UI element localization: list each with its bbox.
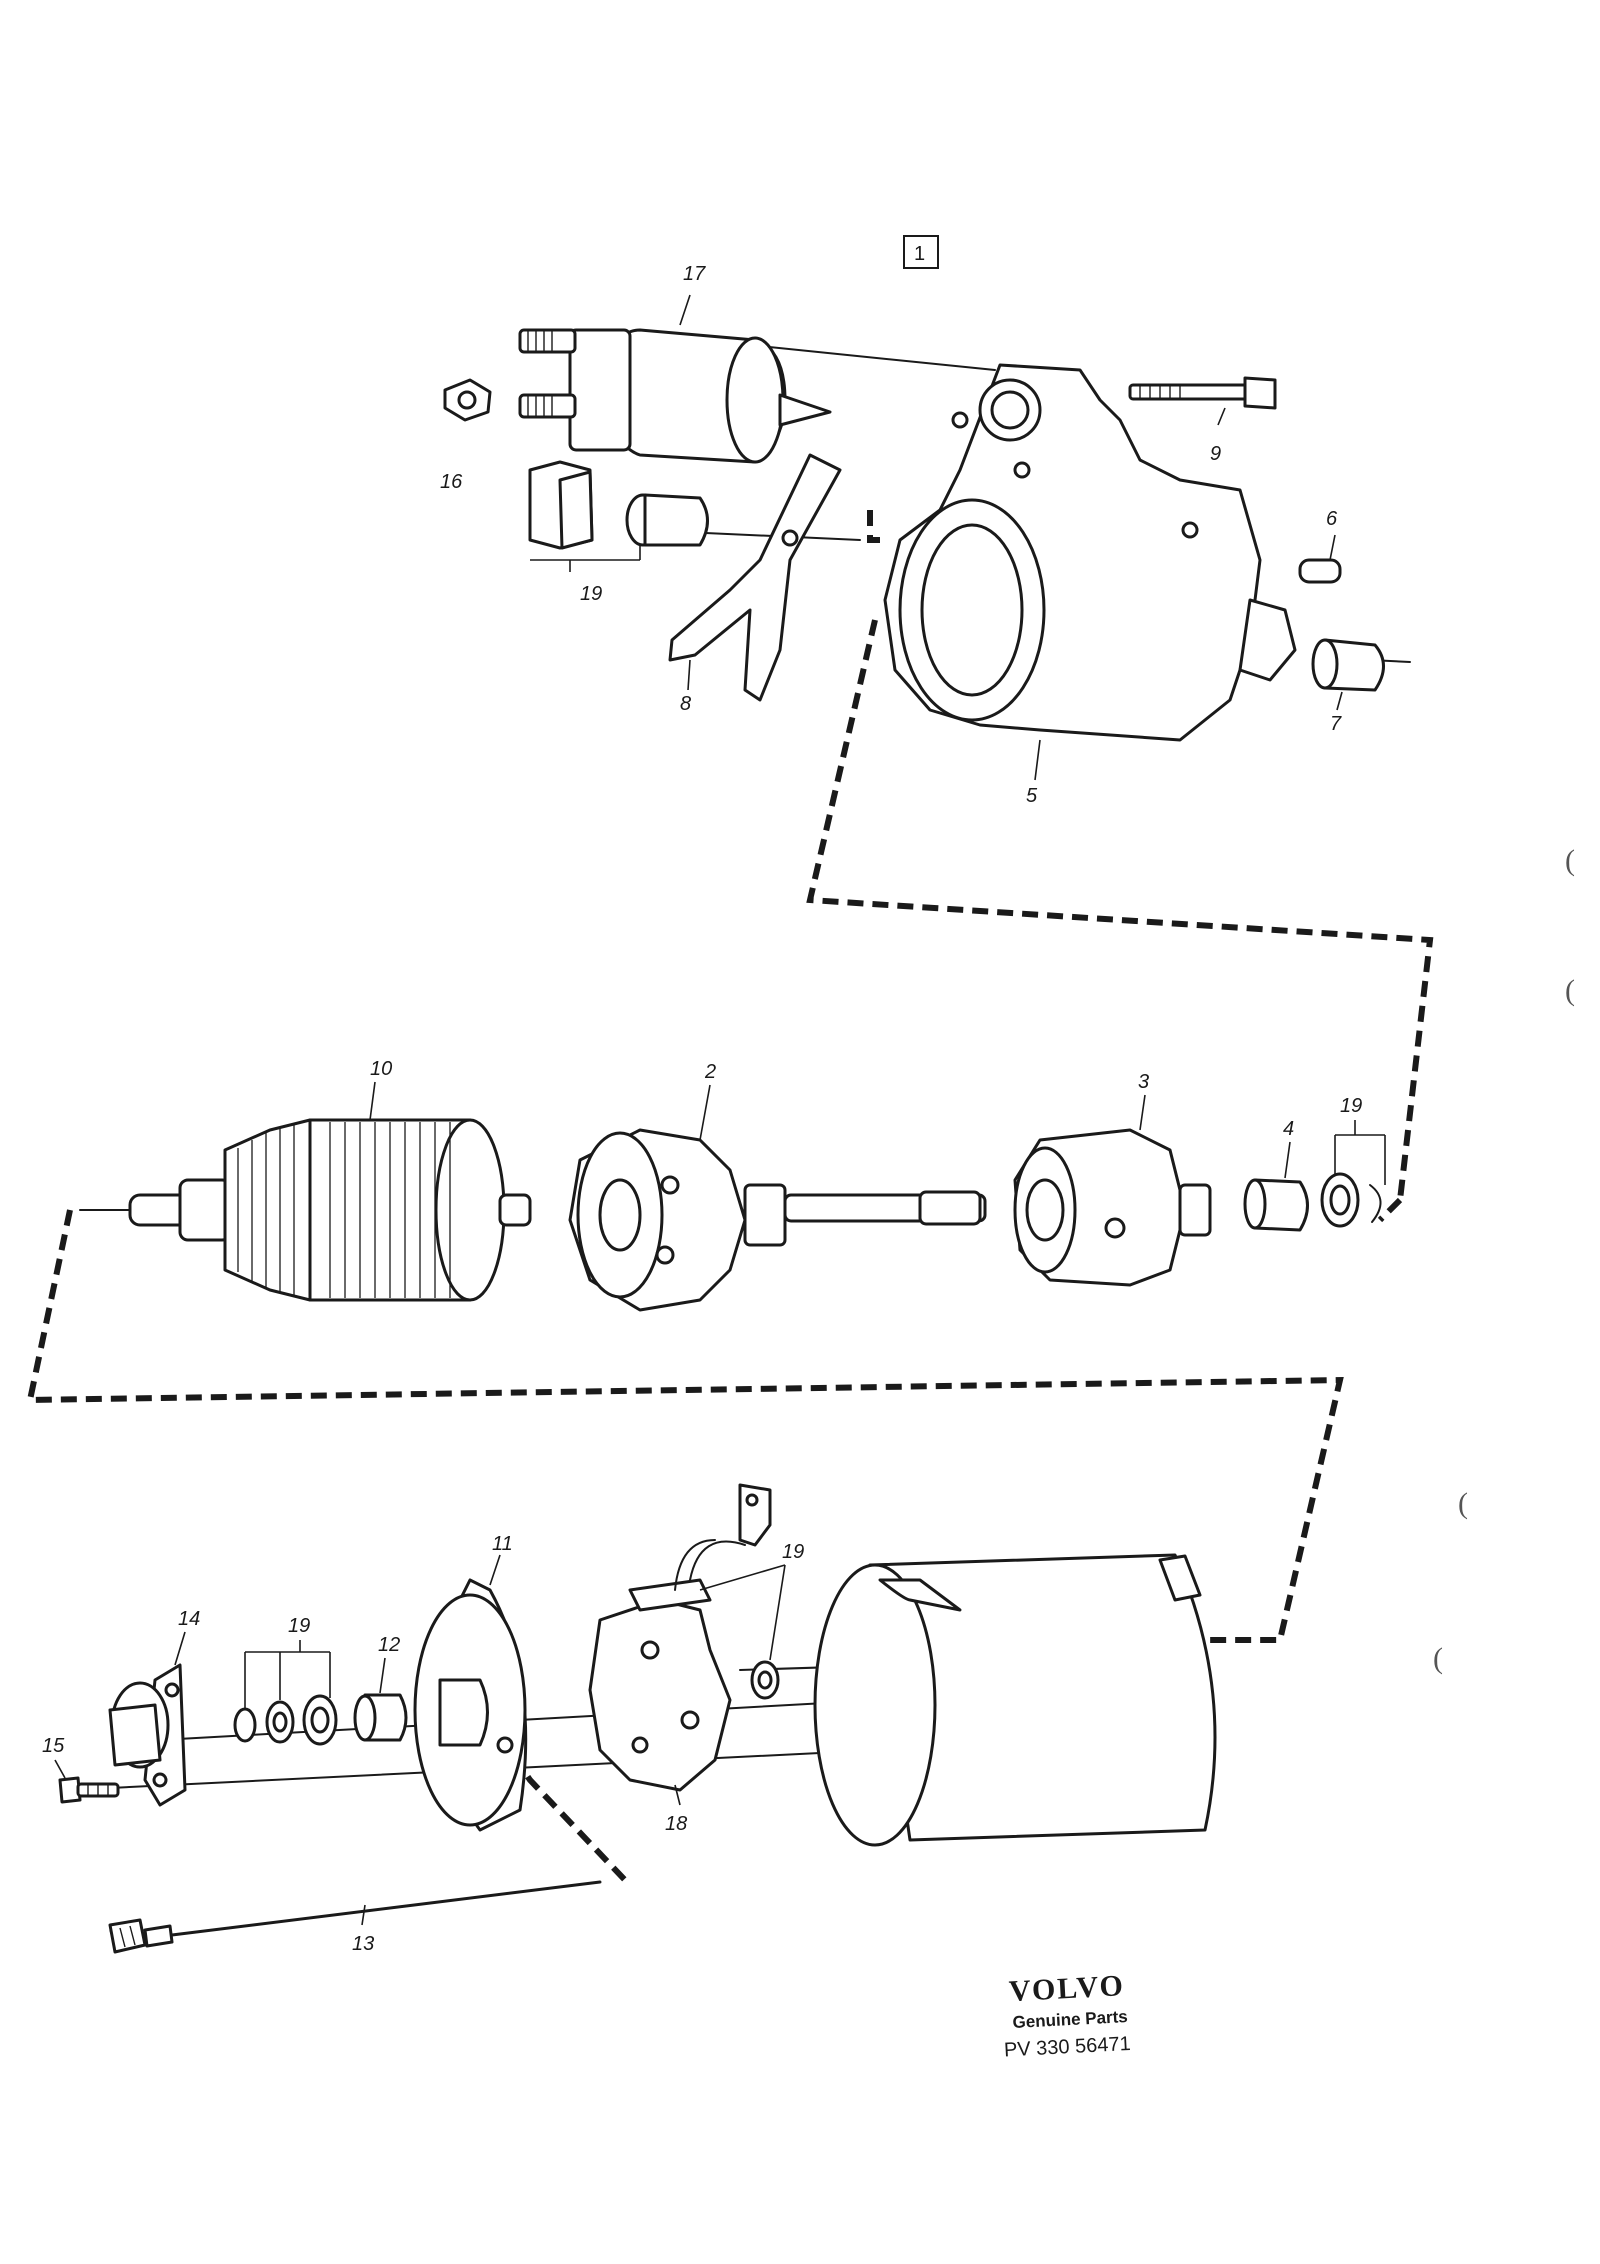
callout-17: 17 — [683, 263, 706, 285]
brush-kit-top — [528, 460, 709, 550]
through-bolt-bottom — [108, 1880, 602, 1954]
callout-12: 12 — [378, 1634, 400, 1656]
group-number-box: 1 — [903, 235, 939, 269]
callout-19-bottom-left: 19 — [288, 1615, 310, 1637]
callout-4: 4 — [1283, 1118, 1294, 1140]
end-cap — [108, 1663, 187, 1807]
bushing-front — [1311, 638, 1385, 692]
callout-15: 15 — [42, 1735, 65, 1757]
bushing-rear — [353, 1693, 408, 1742]
margin-mark: ( — [1565, 844, 1575, 877]
stop-ring-kit — [1320, 1172, 1382, 1228]
gear-carrier — [568, 1128, 987, 1312]
callout-5: 5 — [1026, 785, 1038, 807]
washer-kit — [233, 1694, 338, 1746]
brand-subtitle: Genuine Parts — [1012, 2007, 1128, 2032]
callout-7: 7 — [1330, 713, 1342, 735]
leader-lines — [54, 294, 1386, 1926]
margin-mark: ( — [1565, 974, 1575, 1007]
group-number: 1 — [914, 243, 925, 265]
part-reference: PV 330 56471 — [1003, 2033, 1131, 2062]
assembly-path-lines — [26, 510, 1434, 1883]
callout-18: 18 — [665, 1813, 687, 1835]
screw — [58, 1776, 120, 1804]
callout-13: 13 — [352, 1933, 374, 1955]
margin-marks: ( ( ( ( — [1433, 844, 1575, 1675]
callout-16: 16 — [440, 471, 463, 493]
stator-yoke — [813, 1553, 1217, 1847]
callout-10: 10 — [370, 1058, 392, 1080]
callout-14: 14 — [178, 1608, 200, 1630]
callout-8: 8 — [680, 693, 691, 715]
brand-logo-text: VOLVO — [1008, 1969, 1126, 2008]
callout-9: 9 — [1210, 443, 1221, 465]
shift-fork-lever — [668, 453, 842, 702]
drive-end-housing — [883, 363, 1297, 742]
callout-19-top: 19 — [580, 583, 602, 605]
callout-3: 3 — [1138, 1071, 1149, 1093]
callout-6: 6 — [1326, 508, 1338, 530]
pin — [1298, 558, 1342, 584]
commutator-end-plate — [413, 1578, 528, 1832]
callout-19-middle: 19 — [1340, 1095, 1362, 1117]
armature — [128, 1118, 532, 1302]
washer-brush-holder — [750, 1660, 780, 1700]
brand-block: VOLVO Genuine Parts PV 330 56471 — [1003, 1969, 1131, 2062]
pinion-drive — [1013, 1128, 1212, 1287]
callout-19-bottom-right: 19 — [782, 1541, 804, 1563]
solenoid-switch — [518, 328, 832, 464]
bushing-middle — [1243, 1178, 1309, 1232]
brush-holder — [588, 1483, 772, 1792]
callout-2: 2 — [704, 1061, 716, 1083]
callout-11: 11 — [492, 1533, 513, 1555]
margin-mark: ( — [1433, 1642, 1443, 1675]
through-bolt-top — [1128, 376, 1277, 410]
terminal-nut — [443, 378, 492, 422]
margin-mark: ( — [1458, 1487, 1468, 1520]
callout-numbers: 17 16 19 8 9 6 7 5 10 2 3 4 19 11 14 19 … — [42, 263, 1362, 1955]
